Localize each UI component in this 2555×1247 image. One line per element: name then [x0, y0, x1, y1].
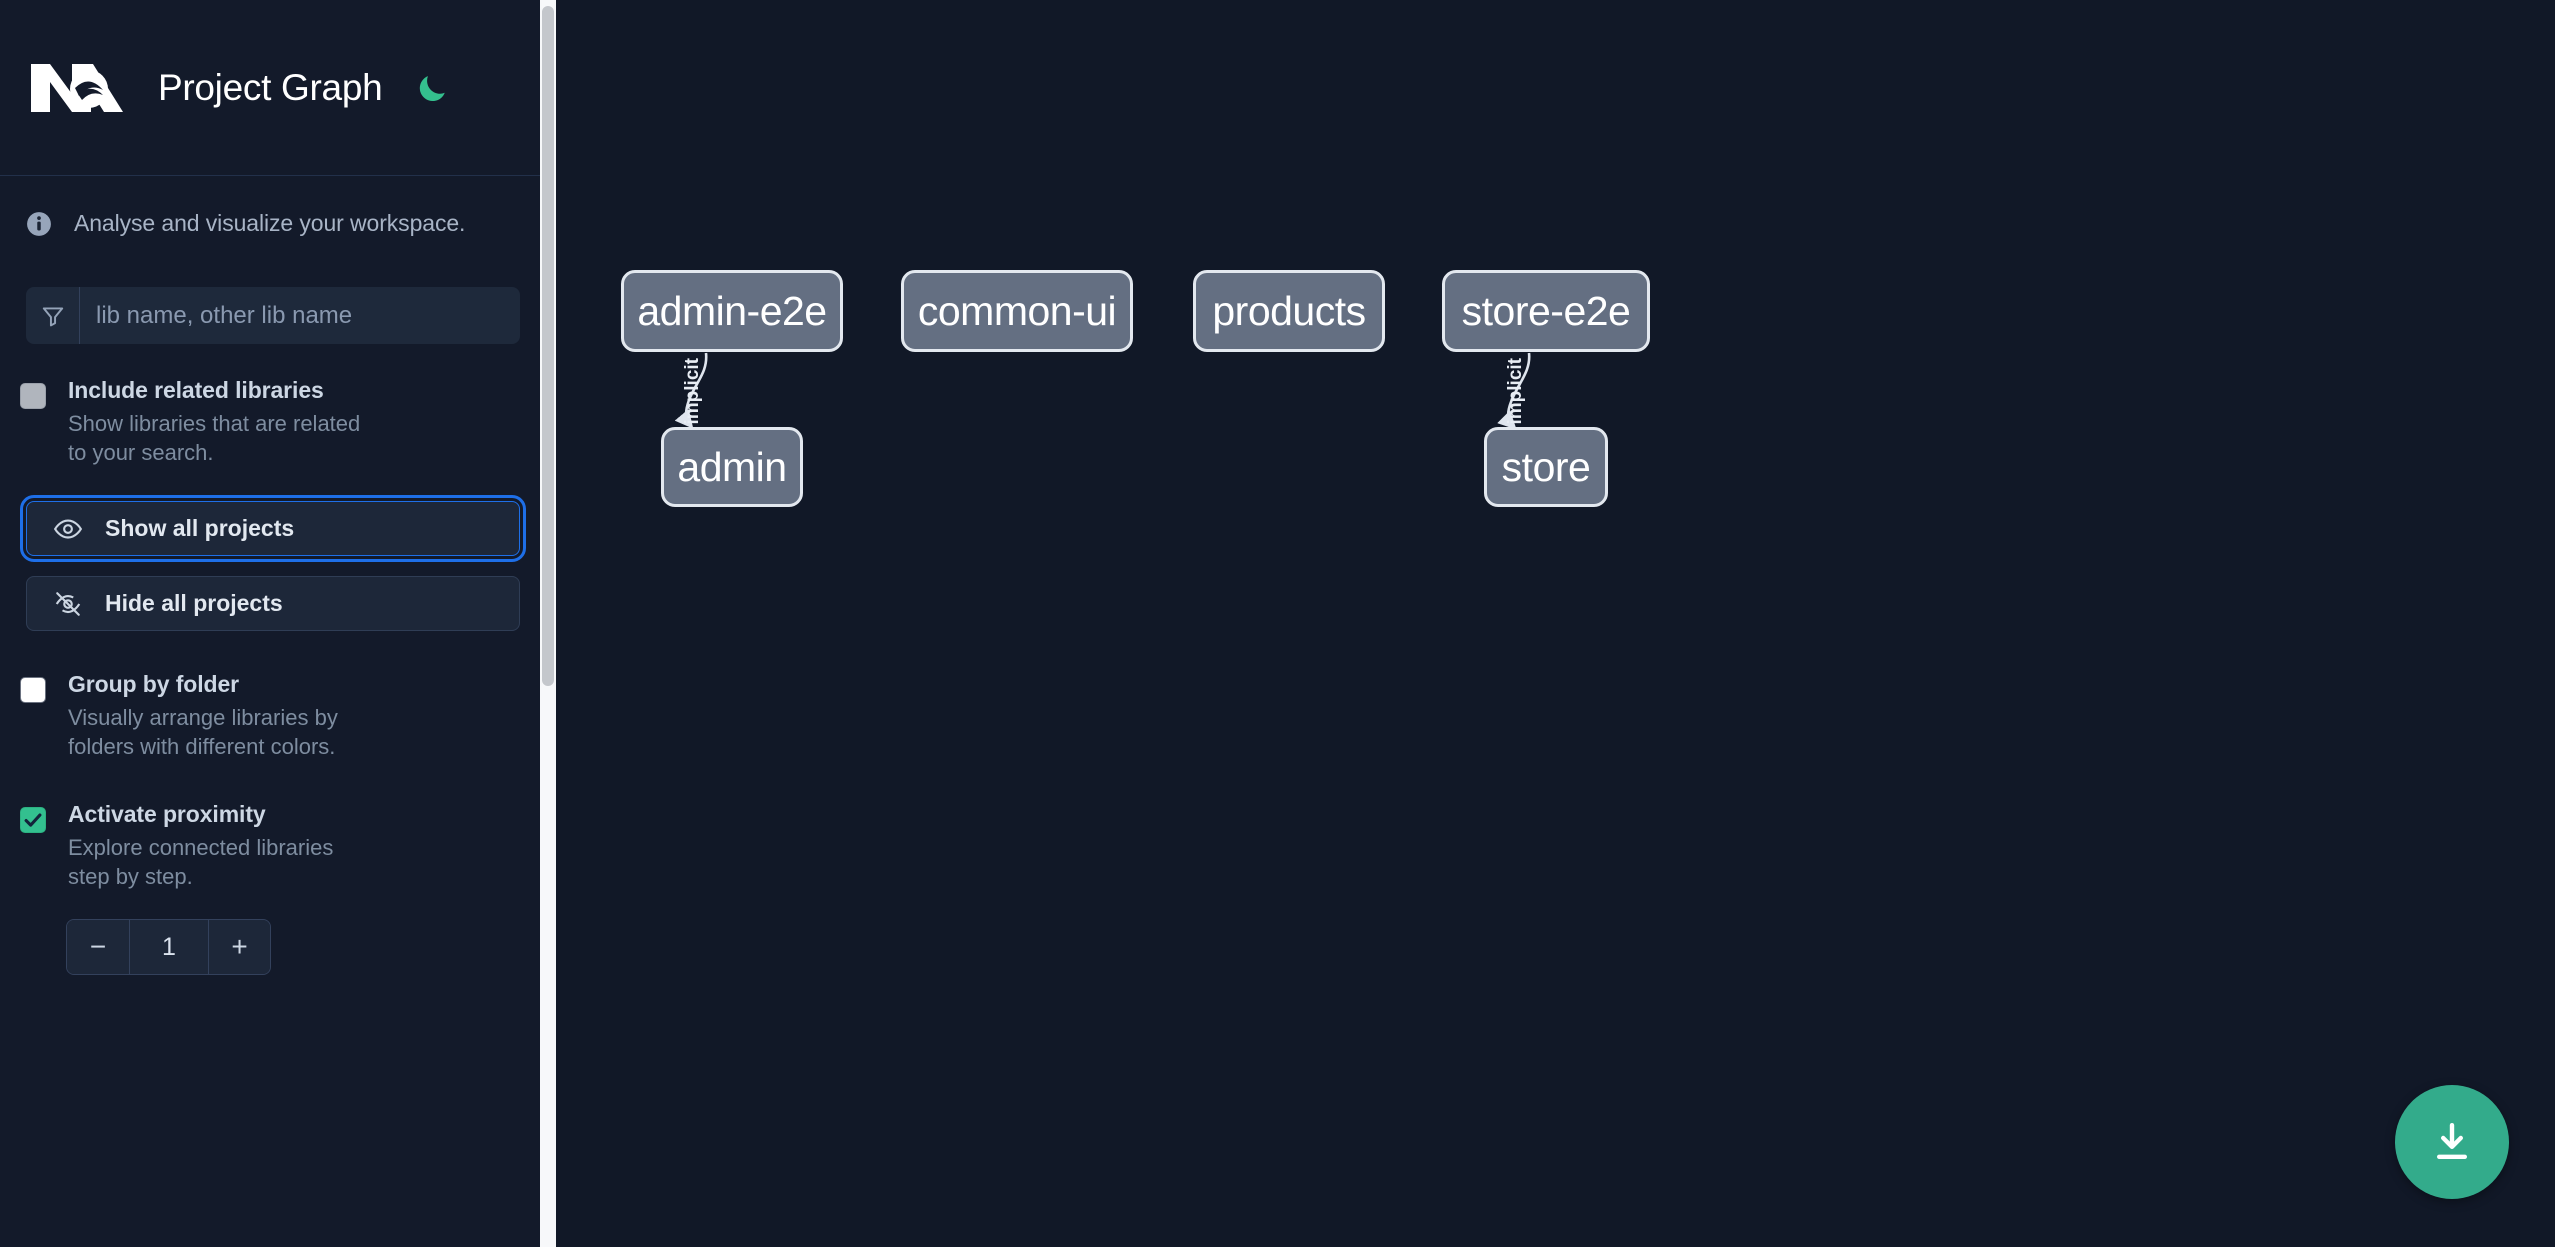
option-label: Include related libraries	[68, 377, 324, 403]
option-description: Show libraries that are related to your …	[68, 411, 361, 466]
sidebar-scrollbar[interactable]	[540, 0, 556, 1247]
proximity-stepper: − 1 +	[66, 919, 271, 976]
graph-node-store-e2e[interactable]: store-e2e	[1442, 270, 1650, 352]
info-icon	[26, 211, 52, 237]
option-activate-proximity[interactable]: Activate proximity Explore connected lib…	[0, 761, 556, 891]
option-label: Group by folder	[68, 671, 240, 698]
option-text-group: Activate proximity Explore connected lib…	[68, 801, 368, 891]
option-label: Activate proximity	[68, 801, 266, 828]
checkbox-group-by-folder[interactable]	[20, 677, 46, 704]
graph-canvas[interactable]: implicit implicit admin-e2e common-ui prod…	[556, 0, 2555, 1247]
search-box[interactable]	[26, 287, 520, 344]
option-description: Explore connected libraries step by step…	[68, 835, 334, 890]
search-input[interactable]	[80, 287, 520, 344]
option-description: Visually arrange libraries by folders wi…	[68, 705, 338, 760]
moon-icon[interactable]	[412, 68, 452, 108]
option-text-group: Include related libraries Show libraries…	[68, 377, 368, 467]
proximity-value: 1	[129, 920, 208, 975]
sidebar-header: Project Graph	[0, 0, 556, 176]
sidebar-body: Analyse and visualize your workspace. In…	[0, 176, 556, 976]
funnel-icon	[26, 287, 80, 344]
download-image-button[interactable]	[2395, 1085, 2509, 1199]
option-include-related-libraries[interactable]: Include related libraries Show libraries…	[0, 344, 556, 467]
proximity-increment-button[interactable]: +	[208, 920, 270, 975]
option-group-by-folder[interactable]: Group by folder Visually arrange librari…	[0, 631, 556, 761]
sidebar: Project Graph Analyse and visualize your…	[0, 0, 556, 1247]
workspace-info-text: Analyse and visualize your workspace.	[74, 210, 466, 236]
hide-all-projects-wrap: Hide all projects	[0, 556, 556, 632]
edge-store-e2e-to-store	[1497, 352, 1531, 430]
filter-section	[0, 237, 556, 344]
graph-node-admin[interactable]: admin	[661, 427, 803, 507]
workspace-info: Analyse and visualize your workspace.	[0, 176, 556, 237]
edge-label-store-e2e-to-store: implicit	[1505, 358, 1526, 425]
edge-label-admin-e2e-to-admin: implicit	[682, 358, 703, 425]
page-title: Project Graph	[158, 66, 383, 108]
option-text-group: Group by folder Visually arrange librari…	[68, 671, 368, 761]
graph-node-admin-e2e[interactable]: admin-e2e	[621, 270, 843, 352]
hide-all-projects-button[interactable]: Hide all projects	[26, 576, 520, 632]
checkbox-activate-proximity[interactable]	[20, 807, 46, 834]
checkbox-include-related-libraries[interactable]	[20, 383, 46, 409]
show-all-projects-button[interactable]: Show all projects	[20, 495, 526, 563]
eye-icon	[53, 514, 83, 544]
eye-off-icon	[53, 589, 83, 619]
graph-node-products[interactable]: products	[1193, 270, 1385, 352]
show-all-projects-label: Show all projects	[105, 515, 295, 542]
proximity-decrement-button[interactable]: −	[67, 920, 129, 975]
sidebar-scrollbar-thumb[interactable]	[542, 6, 554, 686]
graph-edge-layer	[674, 352, 1531, 430]
show-all-projects-wrap: Show all projects	[0, 467, 556, 563]
proximity-stepper-wrap: − 1 +	[0, 891, 556, 976]
edge-admin-e2e-to-admin	[674, 352, 708, 429]
graph-node-common-ui[interactable]: common-ui	[901, 270, 1133, 352]
graph-node-store[interactable]: store	[1484, 427, 1608, 507]
hide-all-projects-label: Hide all projects	[105, 590, 283, 617]
nx-logo-icon	[26, 56, 126, 120]
